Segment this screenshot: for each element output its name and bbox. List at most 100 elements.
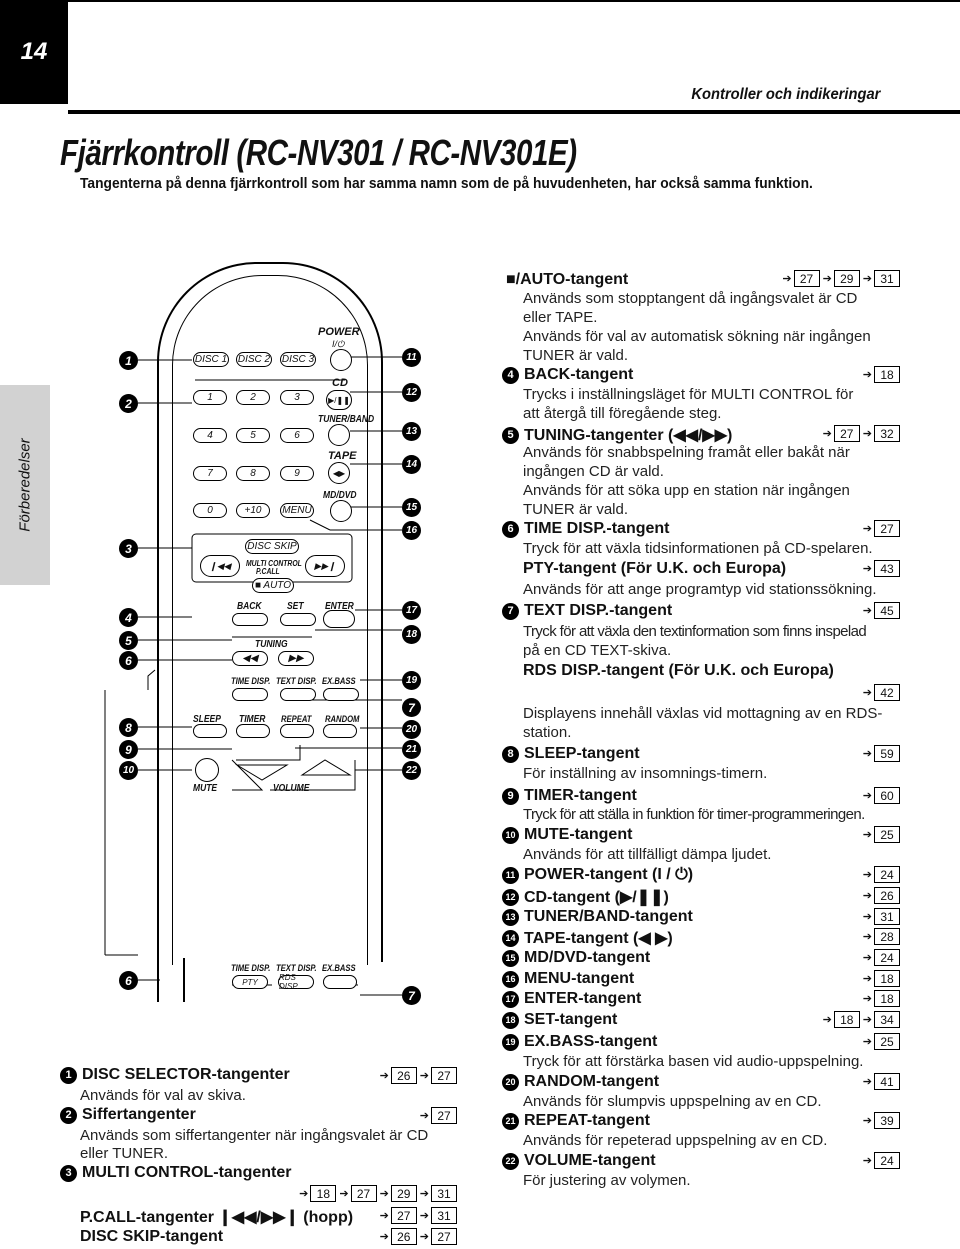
pcall-next-button[interactable]: ▶▶❙ — [305, 555, 345, 577]
ex-bass-label: EX.BASS — [322, 676, 356, 686]
pty-button[interactable]: PTY — [232, 975, 268, 989]
menu-refs: ➔18 — [863, 970, 900, 987]
tuner-band-label: TUNER/BAND — [318, 414, 375, 425]
disc-selector-desc: Används för val av skiva. — [80, 1087, 246, 1104]
set-refs: ➔18 ➔34 — [823, 1011, 900, 1028]
repeat-refs: ➔39 — [863, 1112, 900, 1129]
text-disp-button[interactable] — [280, 688, 316, 701]
page-title: Fjärrkontroll (RC-NV301 / RC-NV301E) — [60, 132, 577, 173]
rds-disp-button[interactable]: RDS DISP. — [278, 973, 314, 991]
back-label: BACK — [237, 601, 262, 612]
tape-button[interactable]: ◀▶ — [328, 462, 350, 484]
callout-4: 4 — [119, 608, 138, 627]
digit-9-button[interactable]: 9 — [280, 466, 314, 481]
tuner-band-button[interactable] — [328, 424, 350, 446]
power-refs: ➔24 — [863, 866, 900, 883]
mute-label: MUTE — [193, 783, 218, 794]
digit-5-button[interactable]: 5 — [236, 428, 270, 443]
callout-18: 18 — [402, 625, 421, 644]
repeat-button[interactable] — [280, 724, 314, 738]
timer-button[interactable] — [236, 724, 270, 738]
callout-6: 6 — [119, 651, 138, 670]
disc-2-button[interactable]: DISC 2 — [236, 352, 272, 367]
stop-auto-button[interactable]: ■ AUTO — [252, 578, 294, 593]
enter-refs: ➔18 — [863, 990, 900, 1007]
time-disp-button[interactable] — [232, 688, 268, 701]
rdsdisp-desc-1: Displayens innehåll växlas vid mottagnin… — [523, 705, 883, 722]
tuning-desc-1: Används för snabbspelning framåt eller b… — [523, 444, 850, 461]
callout-7: 7 — [402, 698, 421, 717]
set-button[interactable] — [280, 613, 316, 626]
digit-2-button[interactable]: 2 — [236, 390, 270, 405]
enter-button[interactable] — [323, 610, 355, 628]
random-button[interactable] — [323, 724, 357, 738]
auto-heading: ■/AUTO-tangent — [506, 271, 629, 288]
timedisp-desc: Tryck för att växla tidsinformationen på… — [523, 540, 873, 557]
digit-8-button[interactable]: 8 — [236, 466, 270, 481]
callout-22: 22 — [402, 761, 421, 780]
ex-bass-button[interactable] — [323, 688, 359, 701]
callout-8: 8 — [119, 718, 138, 737]
tuning-down-button[interactable]: ◀◀ — [232, 651, 268, 666]
digit-3-button[interactable]: 3 — [280, 390, 314, 405]
tuner-refs: ➔31 — [863, 908, 900, 925]
top-rule — [68, 0, 960, 2]
digit-0-button[interactable]: 0 — [193, 503, 227, 518]
sleep-button[interactable] — [193, 724, 227, 738]
cd-play-pause-button[interactable]: ▶/❚❚ — [326, 390, 352, 410]
disc-1-button[interactable]: DISC 1 — [193, 352, 229, 367]
plus-10-button[interactable]: +10 — [236, 503, 270, 518]
remote-break-left-inner — [183, 958, 185, 1002]
disc-3-button[interactable]: DISC 3 — [280, 352, 316, 367]
callout-12: 12 — [402, 383, 421, 402]
disc-skip-button[interactable]: DISC SKIP — [245, 539, 299, 554]
cd-label: CD — [332, 377, 348, 389]
callout-14: 14 — [402, 455, 421, 474]
timer-desc: Tryck för att ställa in funktion för tim… — [523, 806, 865, 823]
text-disp-label: TEXT DISP. — [276, 676, 317, 686]
rdsdisp-refs: ➔42 — [863, 684, 900, 701]
tuning-up-button[interactable]: ▶▶ — [278, 651, 314, 666]
digit-7-button[interactable]: 7 — [193, 466, 227, 481]
back-button[interactable] — [232, 613, 268, 626]
menu-button[interactable]: MENU — [280, 503, 314, 518]
pty-desc: Används för att ange programtyp vid stat… — [523, 581, 877, 598]
tape-label: TAPE — [328, 450, 357, 462]
side-tab: Förberedelser — [0, 385, 50, 585]
auto-refs: ➔27 ➔29 ➔31 — [782, 270, 900, 287]
rdsdisp-heading: RDS DISP.-tangent (För U.K. och Europa) — [523, 662, 834, 679]
pcall-prev-button[interactable]: ❙◀◀ — [200, 555, 240, 577]
md-dvd-button[interactable] — [330, 500, 352, 522]
digit-4-button[interactable]: 4 — [193, 428, 227, 443]
repeat-desc: Används för repeterad uppspelning av en … — [523, 1132, 828, 1149]
timer-label: TIMER — [239, 714, 266, 725]
random-label: RANDOM — [325, 714, 360, 724]
siffer-desc-1: Används som siffertangenter när ingångsv… — [80, 1127, 429, 1144]
remote-break-left — [157, 958, 159, 1002]
timedisp-refs: ➔27 — [863, 520, 900, 537]
tuning-label: TUNING — [255, 639, 288, 650]
md-dvd-label: MD/DVD — [323, 490, 357, 501]
mute-button[interactable] — [195, 758, 219, 782]
auto-desc-2: eller TAPE. — [523, 309, 598, 326]
tuning-desc-3: Används för att söka upp en station när … — [523, 482, 850, 499]
digit-1-button[interactable]: 1 — [193, 390, 227, 405]
callout-16: 16 — [402, 521, 421, 540]
tuning-refs: ➔27 ➔32 — [823, 425, 900, 442]
mute-desc: Används för att tillfälligt dämpa ljudet… — [523, 846, 772, 863]
digit-6-button[interactable]: 6 — [280, 428, 314, 443]
power-button[interactable] — [330, 349, 352, 371]
alt-ex-bass-button[interactable] — [323, 975, 357, 989]
tuning-desc-2: ingången CD är vald. — [523, 463, 664, 480]
alt-time-disp-label: TIME DISP. — [231, 963, 271, 973]
